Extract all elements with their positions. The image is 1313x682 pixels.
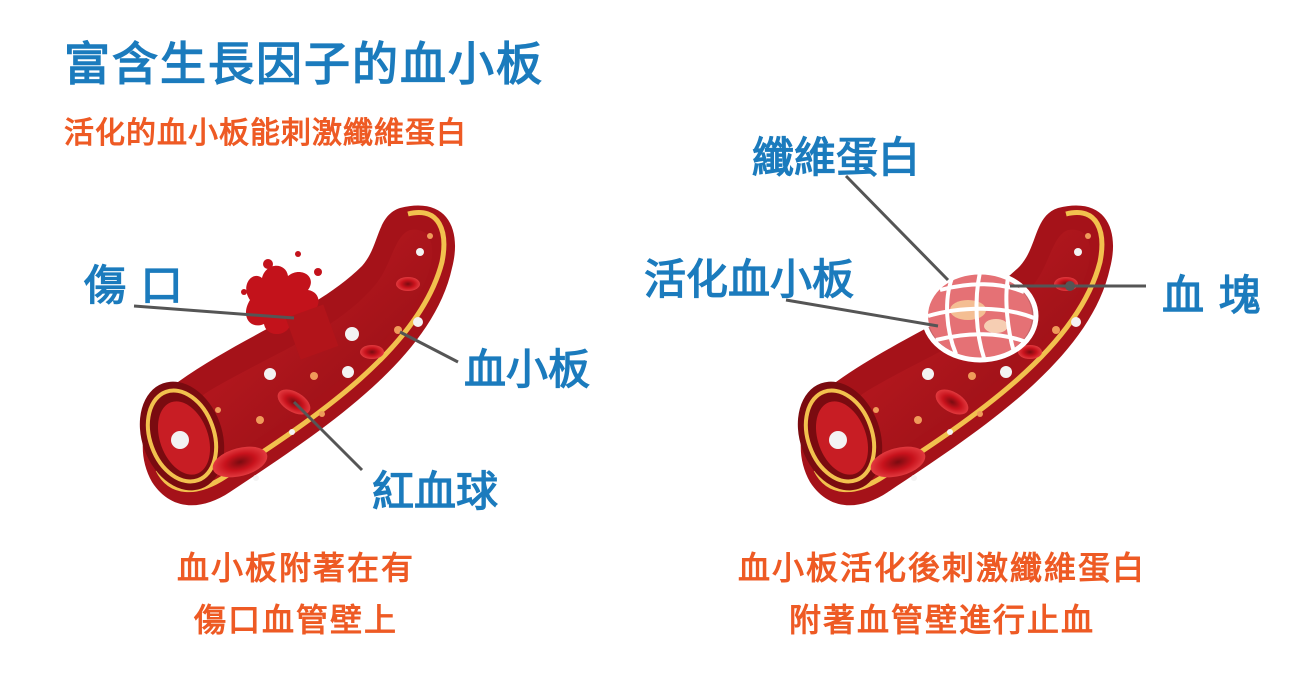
page-subtitle: 活化的血小板能刺激纖維蛋白 — [64, 116, 467, 151]
clot-leader-dot — [1065, 281, 1075, 291]
platelet-label: 血小板 — [464, 345, 591, 394]
clot-label: 血 塊 — [1162, 271, 1261, 320]
fibrin-label: 纖維蛋白 — [752, 133, 921, 182]
right-blood-vessel — [797, 205, 1114, 506]
left-caption-line-1: 血小板附著在有 — [176, 549, 415, 587]
left-caption: 血小板附著在有 傷口血管壁上 — [146, 542, 446, 646]
wound-leader-line — [133, 304, 295, 320]
right-caption: 血小板活化後刺激纖維蛋白 附著血管壁進行止血 — [712, 542, 1172, 646]
platelet-leader-line — [399, 330, 459, 364]
left-caption-line-2: 傷口血管壁上 — [193, 601, 398, 639]
right-caption-line-1: 血小板活化後刺激纖維蛋白 — [737, 549, 1146, 587]
left-blood-vessel — [139, 205, 456, 506]
activated-platelet-leader-line — [785, 298, 939, 328]
fibrin-clot — [921, 269, 1039, 363]
red-blood-cell-label: 紅血球 — [372, 467, 499, 516]
wound-label: 傷 口 — [84, 261, 183, 310]
right-caption-line-2: 附著血管壁進行止血 — [788, 601, 1095, 639]
rbc-leader-line — [292, 400, 364, 472]
fibrin-leader-line — [844, 174, 950, 282]
activated-platelet-label: 活化血小板 — [644, 255, 855, 304]
page-title: 富含生長因子的血小板 — [64, 37, 544, 91]
